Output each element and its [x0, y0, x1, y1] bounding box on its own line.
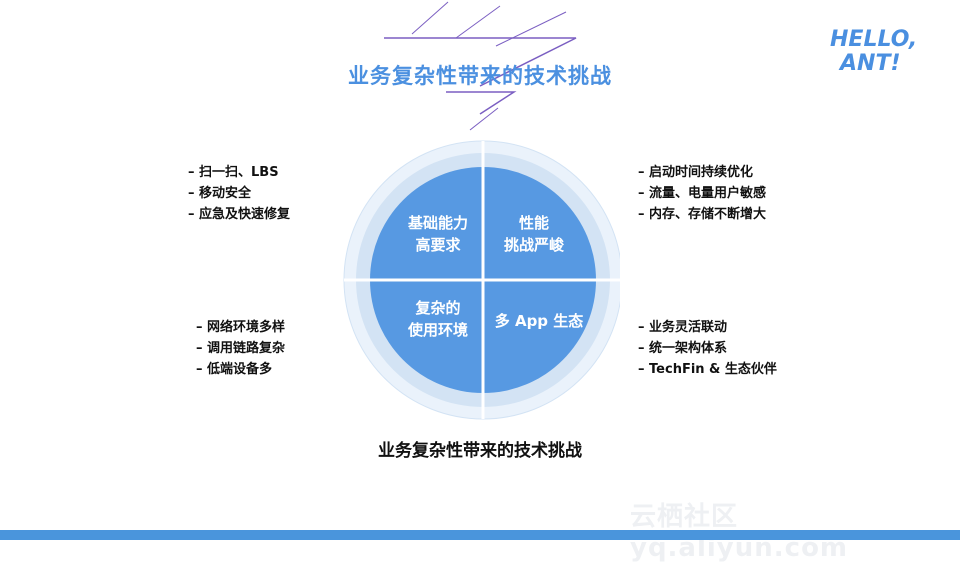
list-top-left: – 扫一扫、LBS – 移动安全 – 应急及快速修复	[188, 162, 290, 225]
quadrant-br-line-1: 多 App 生态	[494, 312, 584, 330]
list-item: – 业务灵活联动	[638, 320, 728, 335]
logo-line-2: ANT!	[840, 51, 901, 76]
list-top-right: – 启动时间持续优化 – 流量、电量用户敏感 – 内存、存储不断增大	[638, 162, 766, 225]
quadrant-text-top-left: 基础能力 高要求	[388, 212, 488, 256]
list-item: – 调用链路复杂	[196, 341, 286, 356]
list-item: – TechFin & 生态伙伴	[638, 362, 777, 377]
quadrant-text-bottom-left: 复杂的 使用环境	[388, 297, 488, 341]
hello-ant-logo: HELLO, ANT!	[830, 28, 917, 76]
bottom-bar	[0, 530, 960, 540]
list-item: – 移动安全	[188, 186, 252, 201]
list-item: – 统一架构体系	[638, 341, 728, 356]
deco-line-1	[411, 1, 449, 35]
quadrant-top-right	[483, 167, 596, 280]
quadrant-bottom-left	[370, 280, 483, 393]
list-bottom-left: – 网络环境多样 – 调用链路复杂 – 低端设备多	[196, 317, 285, 380]
page-title: 业务复杂性带来的技术挑战	[348, 64, 612, 88]
list-item: – 低端设备多	[196, 362, 273, 377]
quadrant-tr-line-2: 挑战严峻	[503, 236, 564, 254]
quadrant-tl-line-2: 高要求	[415, 236, 461, 254]
decorative-triangles	[384, 1, 577, 131]
deco-line-4	[469, 107, 499, 131]
quadrant-tr-line-1: 性能	[518, 214, 549, 232]
deco-line-3	[495, 11, 567, 47]
quadrant-bl-line-1: 复杂的	[415, 299, 461, 317]
bottom-triangle-outline	[446, 91, 517, 115]
list-item: – 流量、电量用户敏感	[638, 186, 767, 201]
top-triangle-outline	[384, 37, 577, 87]
deco-line-2	[455, 5, 501, 39]
list-item: – 应急及快速修复	[188, 207, 291, 222]
list-item: – 网络环境多样	[196, 320, 286, 335]
logo-line-1: HELLO,	[830, 27, 918, 52]
list-item: – 启动时间持续优化	[638, 165, 754, 180]
diagram-caption: 业务复杂性带来的技术挑战	[378, 441, 582, 461]
list-bottom-right: – 业务灵活联动 – 统一架构体系 – TechFin & 生态伙伴	[638, 317, 777, 380]
quadrant-circle-diagram	[343, 140, 620, 420]
quadrant-bl-line-2: 使用环境	[407, 321, 468, 339]
quadrant-text-top-right: 性能 挑战严峻	[484, 212, 584, 256]
quadrant-bottom-right	[483, 280, 596, 393]
list-item: – 扫一扫、LBS	[188, 165, 279, 180]
quadrant-tl-line-1: 基础能力	[407, 214, 468, 232]
list-item: – 内存、存储不断增大	[638, 207, 767, 222]
quadrant-text-bottom-right: 多 App 生态	[484, 310, 594, 332]
quadrant-top-left	[370, 167, 483, 280]
